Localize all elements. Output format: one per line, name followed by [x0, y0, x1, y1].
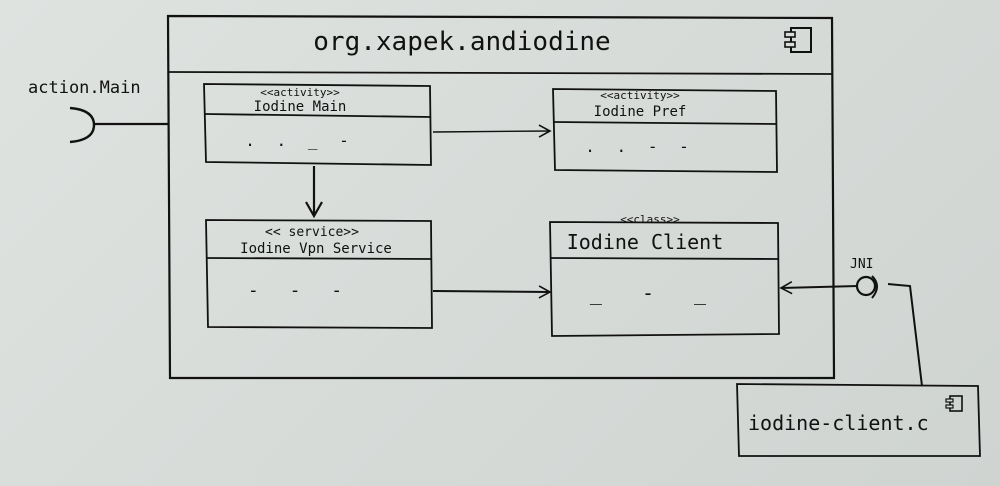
class-name: Iodine Pref	[594, 104, 687, 120]
class-body: _ - _	[590, 281, 720, 305]
interface-action-main: action.Main	[28, 78, 168, 144]
class-iodine-main: <<activity>> Iodine Main . . _ -	[203, 83, 432, 166]
arrow-service-to-client	[432, 285, 552, 299]
provided-interface-icon	[855, 275, 877, 297]
class-stereotype: <<activity>>	[600, 89, 680, 102]
arrow-jni-to-client	[779, 281, 859, 295]
class-stereotype: <<activity>>	[260, 86, 340, 99]
component-title: org.xapek.andiodine	[313, 27, 610, 57]
class-stereotype: << service>>	[265, 225, 359, 240]
class-iodine-client: <<class>> Iodine Client _ - _	[549, 213, 780, 337]
arrow-main-to-pref	[432, 124, 552, 138]
class-name: Iodine Main	[254, 99, 347, 115]
component-icon	[945, 395, 963, 412]
component-icon	[784, 27, 812, 53]
class-iodine-vpn-service: << service>> Iodine Vpn Service - - -	[205, 219, 433, 329]
class-name: Iodine Client	[567, 230, 724, 254]
class-iodine-pref: <<activity>> Iodine Pref . . - -	[552, 88, 778, 173]
class-body: - - -	[248, 280, 352, 301]
component-iodine-client-c: iodine-client.c	[736, 383, 981, 457]
class-stereotype: <<class>>	[620, 213, 680, 226]
component-org-xapek-andiodine: org.xapek.andiodine	[166, 14, 836, 380]
external-component-name: iodine-client.c	[748, 411, 929, 435]
jni-label: JNI	[850, 257, 873, 272]
required-interface-icon	[69, 106, 96, 144]
jni-interface: JNI	[850, 257, 923, 387]
interface-label: action.Main	[28, 78, 141, 98]
class-body: . . _ -	[245, 131, 354, 150]
class-name: Iodine Vpn Service	[240, 241, 392, 257]
class-body: . . - -	[585, 137, 694, 156]
